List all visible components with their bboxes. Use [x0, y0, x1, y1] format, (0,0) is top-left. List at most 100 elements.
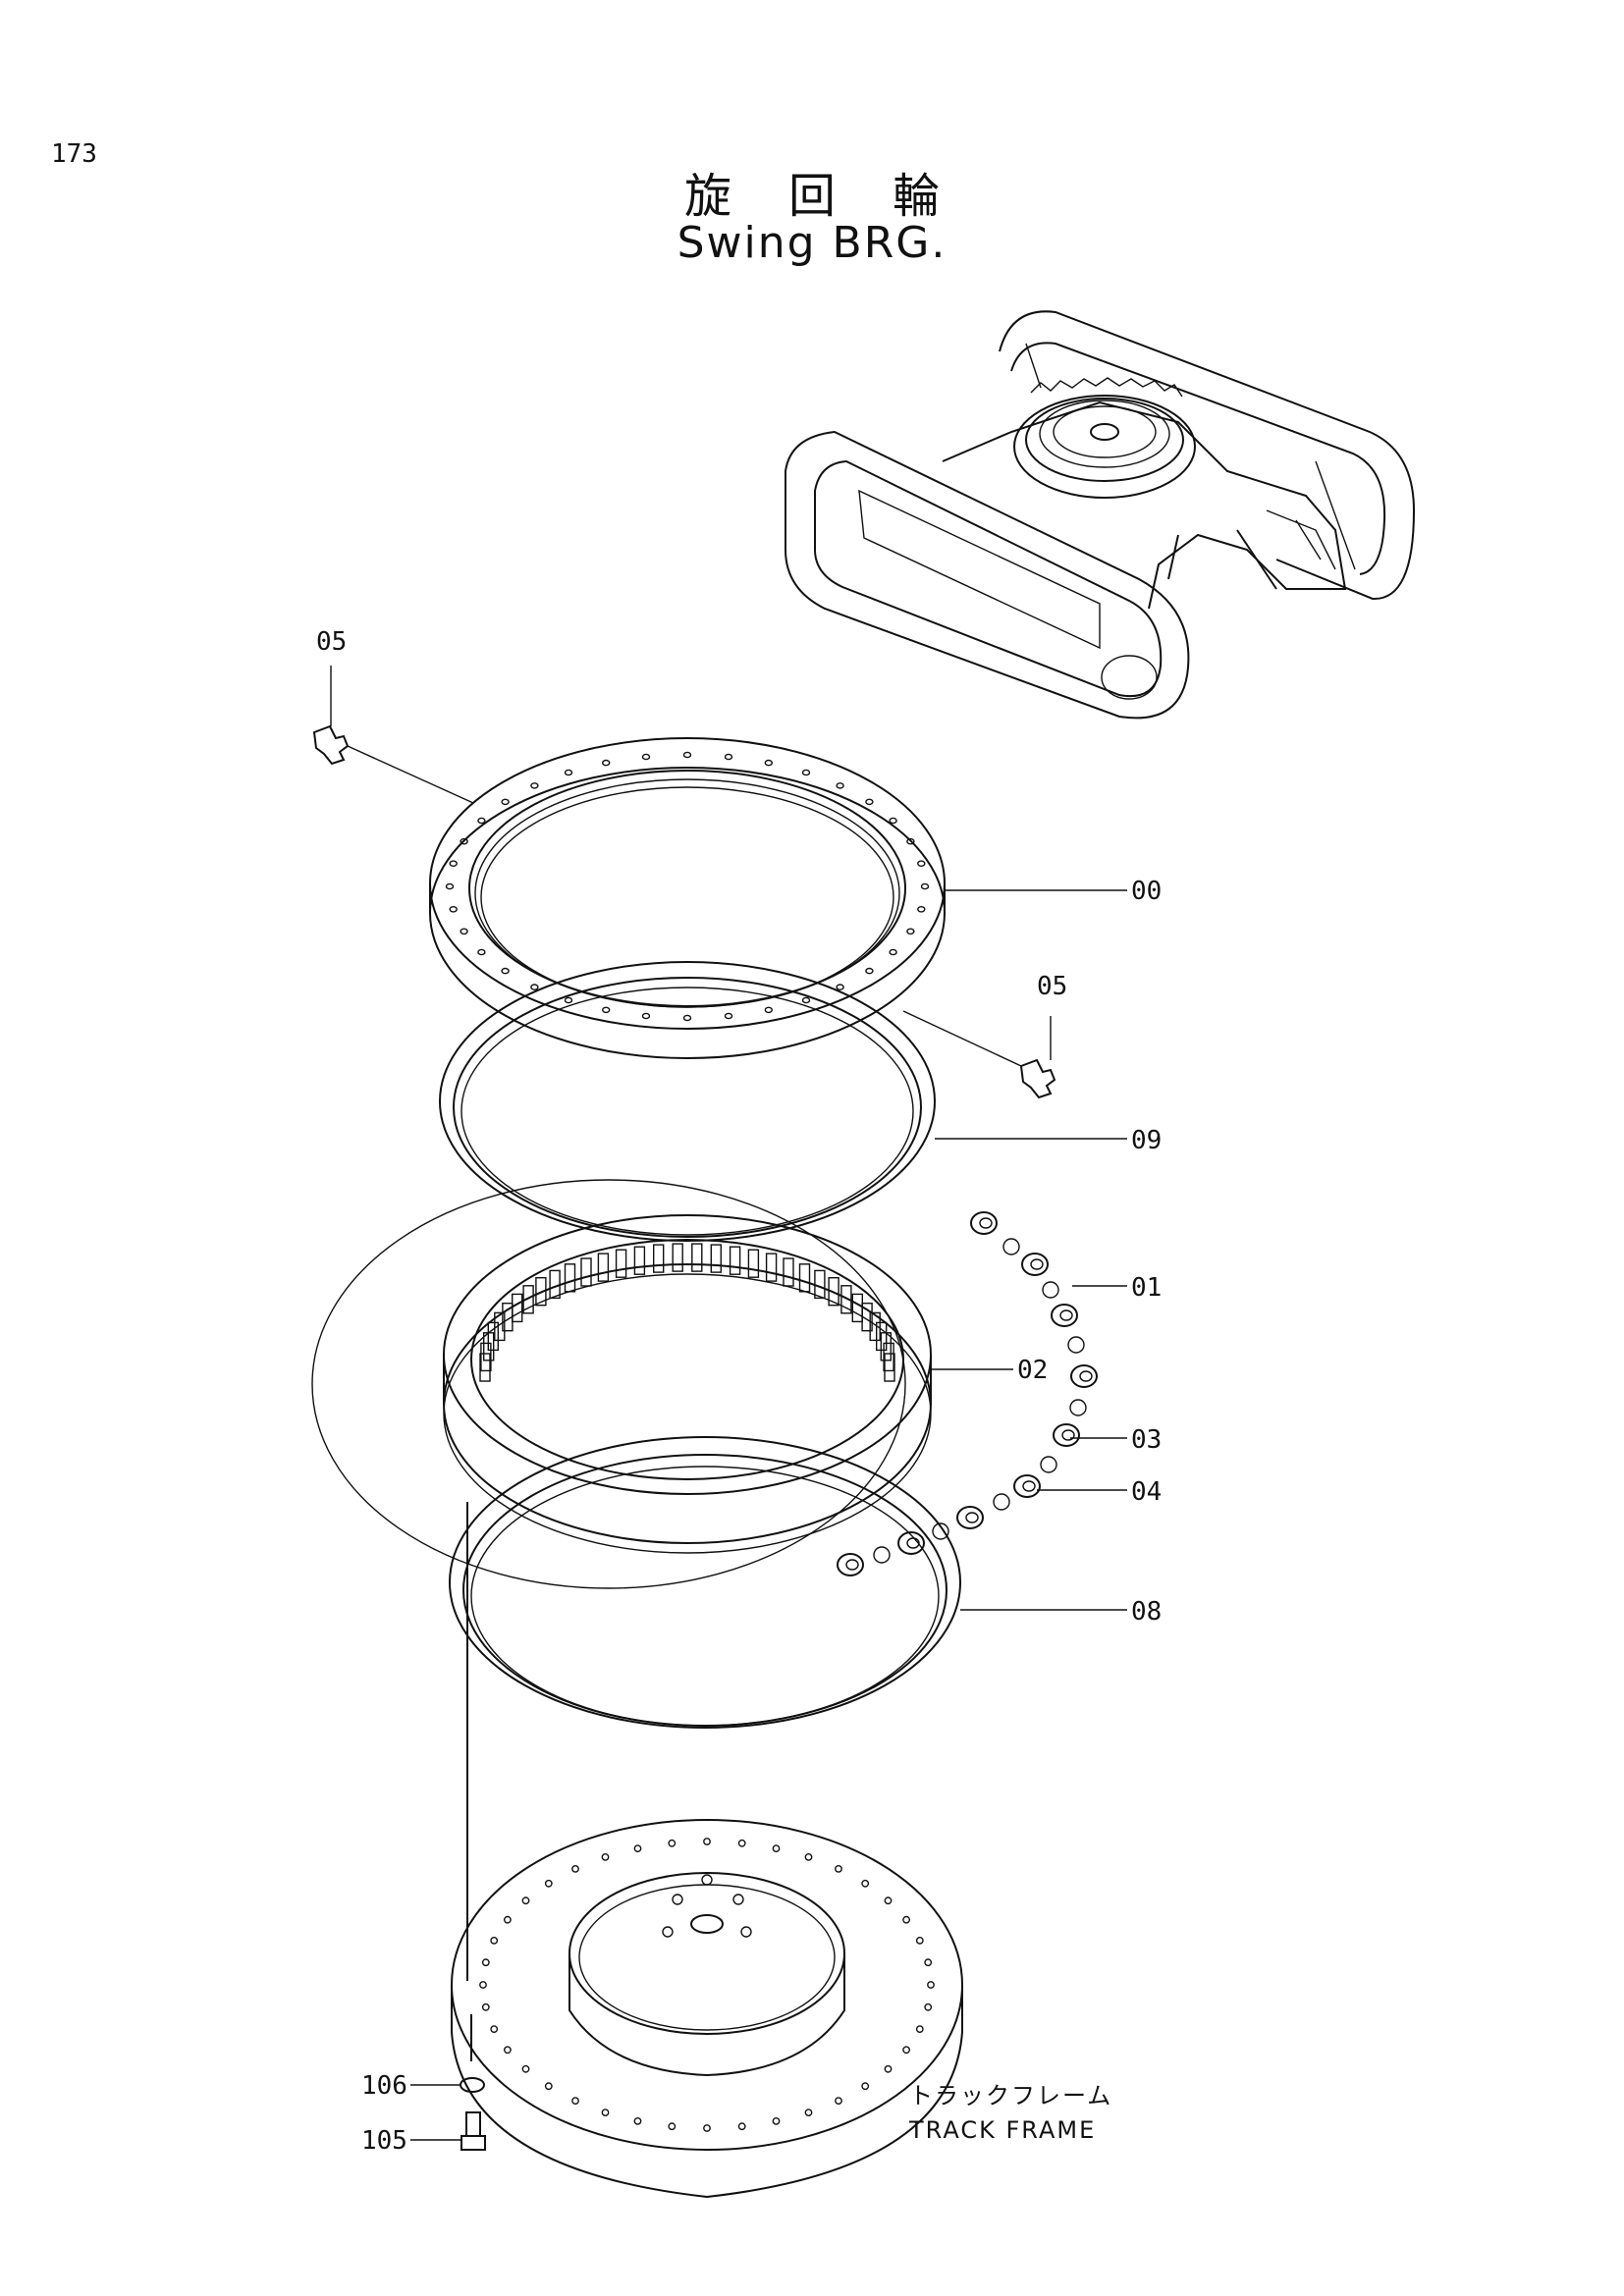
- ball: [1067, 1336, 1085, 1354]
- mount-hole: [703, 2124, 711, 2132]
- spacer-bore: [1022, 1480, 1036, 1492]
- callout-106: 106: [361, 2071, 407, 2101]
- bolt-hole: [477, 817, 486, 825]
- mount-hole: [915, 1937, 924, 1945]
- seal-08: [449, 1436, 961, 1729]
- bolt-hole: [906, 837, 915, 845]
- mount-hole: [924, 1958, 933, 1967]
- mount-hole: [544, 2082, 553, 2091]
- bolt-hole: [865, 798, 874, 806]
- callout-05-right: 05: [1037, 972, 1067, 1001]
- mount-hole: [521, 1896, 530, 1905]
- bolt-hole: [889, 948, 897, 956]
- title-english: Swing BRG.: [677, 218, 947, 268]
- spacer-bore: [906, 1537, 920, 1549]
- spacer: [897, 1531, 925, 1555]
- mount-hole: [924, 2002, 933, 2011]
- gear-tooth: [840, 1285, 852, 1314]
- mount-hole: [481, 2002, 490, 2011]
- spacer-bore: [1030, 1258, 1044, 1270]
- mount-hole: [633, 1844, 642, 1853]
- mount-hole: [504, 1915, 512, 1924]
- mount-hole: [601, 1853, 610, 1861]
- callout-05-left: 05: [316, 627, 347, 657]
- gear-tooth: [710, 1244, 722, 1273]
- grease-nipple-05-right: [1019, 1058, 1056, 1099]
- mount-hole: [861, 1879, 870, 1888]
- callout-04: 04: [1131, 1477, 1162, 1507]
- callout-08: 08: [1131, 1597, 1162, 1627]
- mount-hole: [504, 2046, 512, 2055]
- page-number: 173: [51, 139, 97, 169]
- center-hole: [701, 1874, 713, 1886]
- bolt-hole: [460, 837, 468, 845]
- washer-106: [460, 2077, 485, 2093]
- bolt-hole: [501, 798, 510, 806]
- callout-01: 01: [1131, 1273, 1162, 1303]
- mount-hole: [884, 1896, 893, 1905]
- gear-tooth: [597, 1253, 610, 1282]
- rolling-element-path: [311, 1179, 906, 1589]
- spacer: [1013, 1474, 1041, 1498]
- gear-teeth: [479, 1243, 895, 1382]
- title-japanese: 旋回輪: [683, 169, 997, 224]
- gear-tooth: [814, 1269, 826, 1300]
- bolt-hole: [836, 782, 844, 789]
- mount-hole: [861, 2082, 870, 2091]
- spacer-bore: [1079, 1370, 1093, 1382]
- callout-00: 00: [1131, 877, 1162, 906]
- callout-105: 105: [361, 2126, 407, 2156]
- mount-hole: [668, 1839, 677, 1847]
- callout-02: 02: [1017, 1356, 1048, 1385]
- gear-tooth: [783, 1257, 794, 1287]
- bolt-hole: [530, 984, 539, 990]
- gear-tooth: [828, 1276, 839, 1307]
- bearing-ring-00: [429, 737, 946, 1059]
- spacer: [1021, 1253, 1049, 1276]
- spacer: [970, 1211, 998, 1235]
- mount-hole: [479, 1981, 487, 1989]
- gear-tooth: [747, 1249, 760, 1278]
- spacer: [956, 1506, 984, 1529]
- bolt-head: [460, 2135, 486, 2151]
- gear-tooth: [633, 1246, 646, 1275]
- mount-hole: [521, 2064, 530, 2073]
- spacer-bore: [1059, 1309, 1073, 1321]
- bolt-hole: [865, 967, 874, 975]
- bolt-hole: [920, 882, 930, 890]
- bolt-hole: [460, 928, 468, 935]
- bolt-hole: [682, 1014, 692, 1022]
- mount-bolt-holes: [479, 1838, 935, 2132]
- seal-09: [439, 961, 936, 1242]
- gear-tooth: [522, 1285, 534, 1314]
- gear-tooth: [861, 1302, 873, 1332]
- bolt-105-and-washer-106: [460, 1502, 486, 2151]
- center-hole: [672, 1894, 683, 1905]
- bolt-hole: [641, 753, 651, 761]
- bolt-hole: [836, 984, 844, 990]
- mount-hole: [927, 1981, 935, 1989]
- mount-hole: [772, 2116, 781, 2125]
- bolt-shank: [465, 2111, 481, 2137]
- bolt-hole: [602, 1006, 611, 1014]
- gear-tooth: [615, 1249, 627, 1278]
- bolt-hole: [449, 906, 458, 913]
- bolt-hole: [724, 1012, 733, 1020]
- gear-tooth: [884, 1353, 895, 1382]
- mount-hole: [668, 2122, 677, 2131]
- mount-hole: [902, 2046, 910, 2055]
- spacer: [1051, 1304, 1078, 1327]
- mount-hole: [835, 1865, 842, 1873]
- track-frame-illustration: [785, 310, 1416, 720]
- gear-tooth: [869, 1311, 881, 1342]
- gear-tooth: [535, 1276, 547, 1307]
- bolt-hole: [801, 769, 811, 776]
- gear-tooth: [564, 1263, 576, 1293]
- ball: [932, 1522, 949, 1540]
- mount-hole: [737, 1839, 746, 1847]
- track-frame-label-japanese: トラックフレーム: [909, 2082, 1112, 2109]
- spacer-bore: [845, 1559, 859, 1571]
- gear-tooth: [580, 1257, 592, 1287]
- ball: [1042, 1281, 1059, 1299]
